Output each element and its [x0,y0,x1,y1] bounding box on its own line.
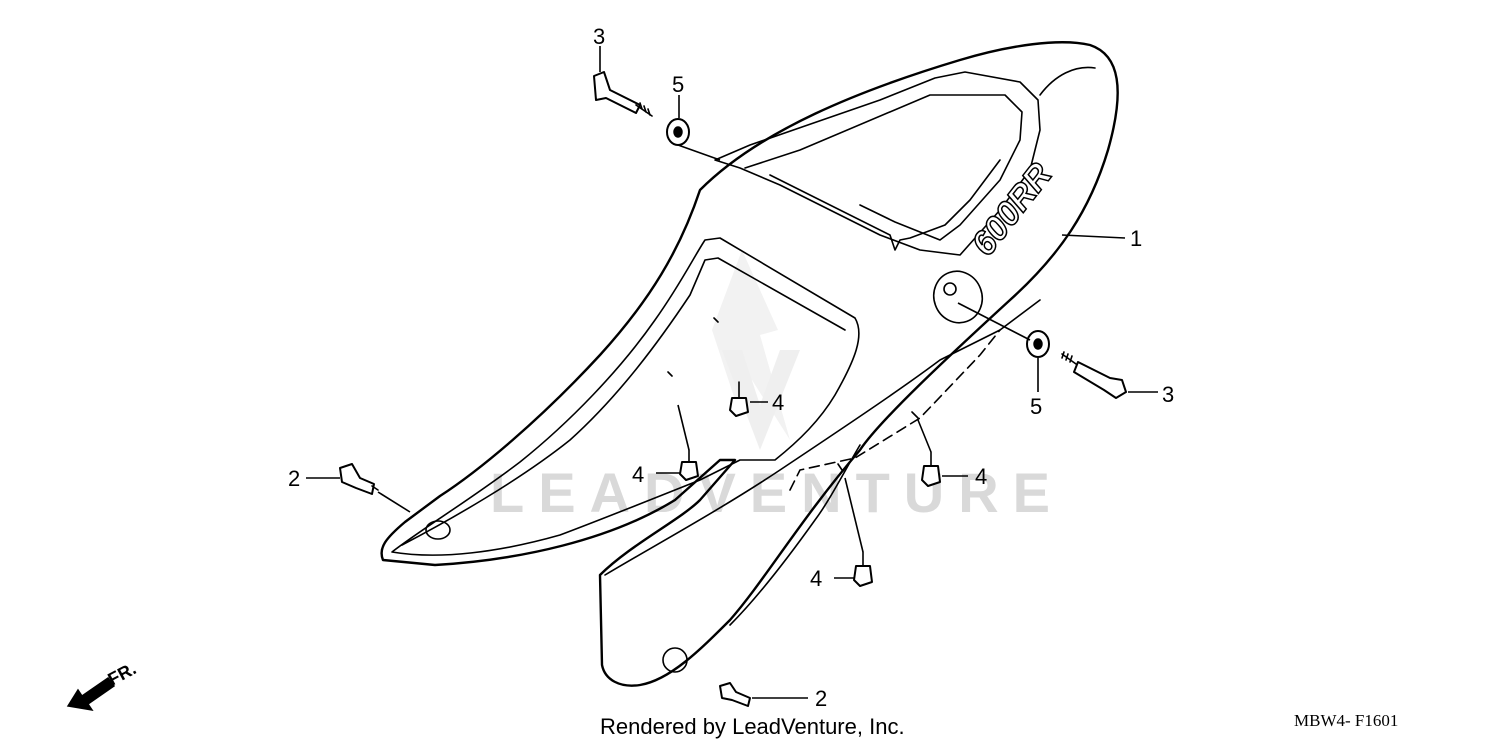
callout-4-d: 4 [810,566,822,591]
bolt-2-left [339,463,379,495]
washer-5-upper [666,118,690,146]
model-badge: 600RR [964,156,1059,263]
callout-labels: 3 5 1 5 3 4 4 4 4 2 2 [288,24,1174,711]
callout-2-left: 2 [288,466,300,491]
washer-5-lower [1026,330,1050,358]
watermark-text: LEADVENTURE [490,461,1064,524]
callout-3-lower: 3 [1162,382,1174,407]
callout-3-upper: 3 [593,24,605,49]
watermark: LEADVENTURE [490,250,1064,524]
bolt-2-bottom [719,682,751,707]
footer-credit: Rendered by LeadVenture, Inc. [600,714,905,739]
leader-lines [306,46,1158,699]
callout-4-b: 4 [632,462,644,487]
clip-4-b [679,449,699,481]
front-direction-indicator: FR. [66,658,139,712]
callout-5-upper: 5 [672,72,684,97]
callout-4-a: 4 [772,390,784,415]
bolt-3-lower [1061,351,1127,399]
front-arrow-icon [66,676,116,712]
callout-1: 1 [1130,226,1142,251]
callout-2-bottom: 2 [815,686,827,711]
callout-4-c: 4 [975,464,987,489]
bolt-3-upper [593,71,653,117]
clip-4-a [729,381,749,417]
watermark-logo-icon [712,250,800,450]
clip-4-d [853,551,873,587]
callout-5-lower: 5 [1030,394,1042,419]
clip-4-c [921,451,941,487]
drawing-code: MBW4- F1601 [1294,711,1399,730]
